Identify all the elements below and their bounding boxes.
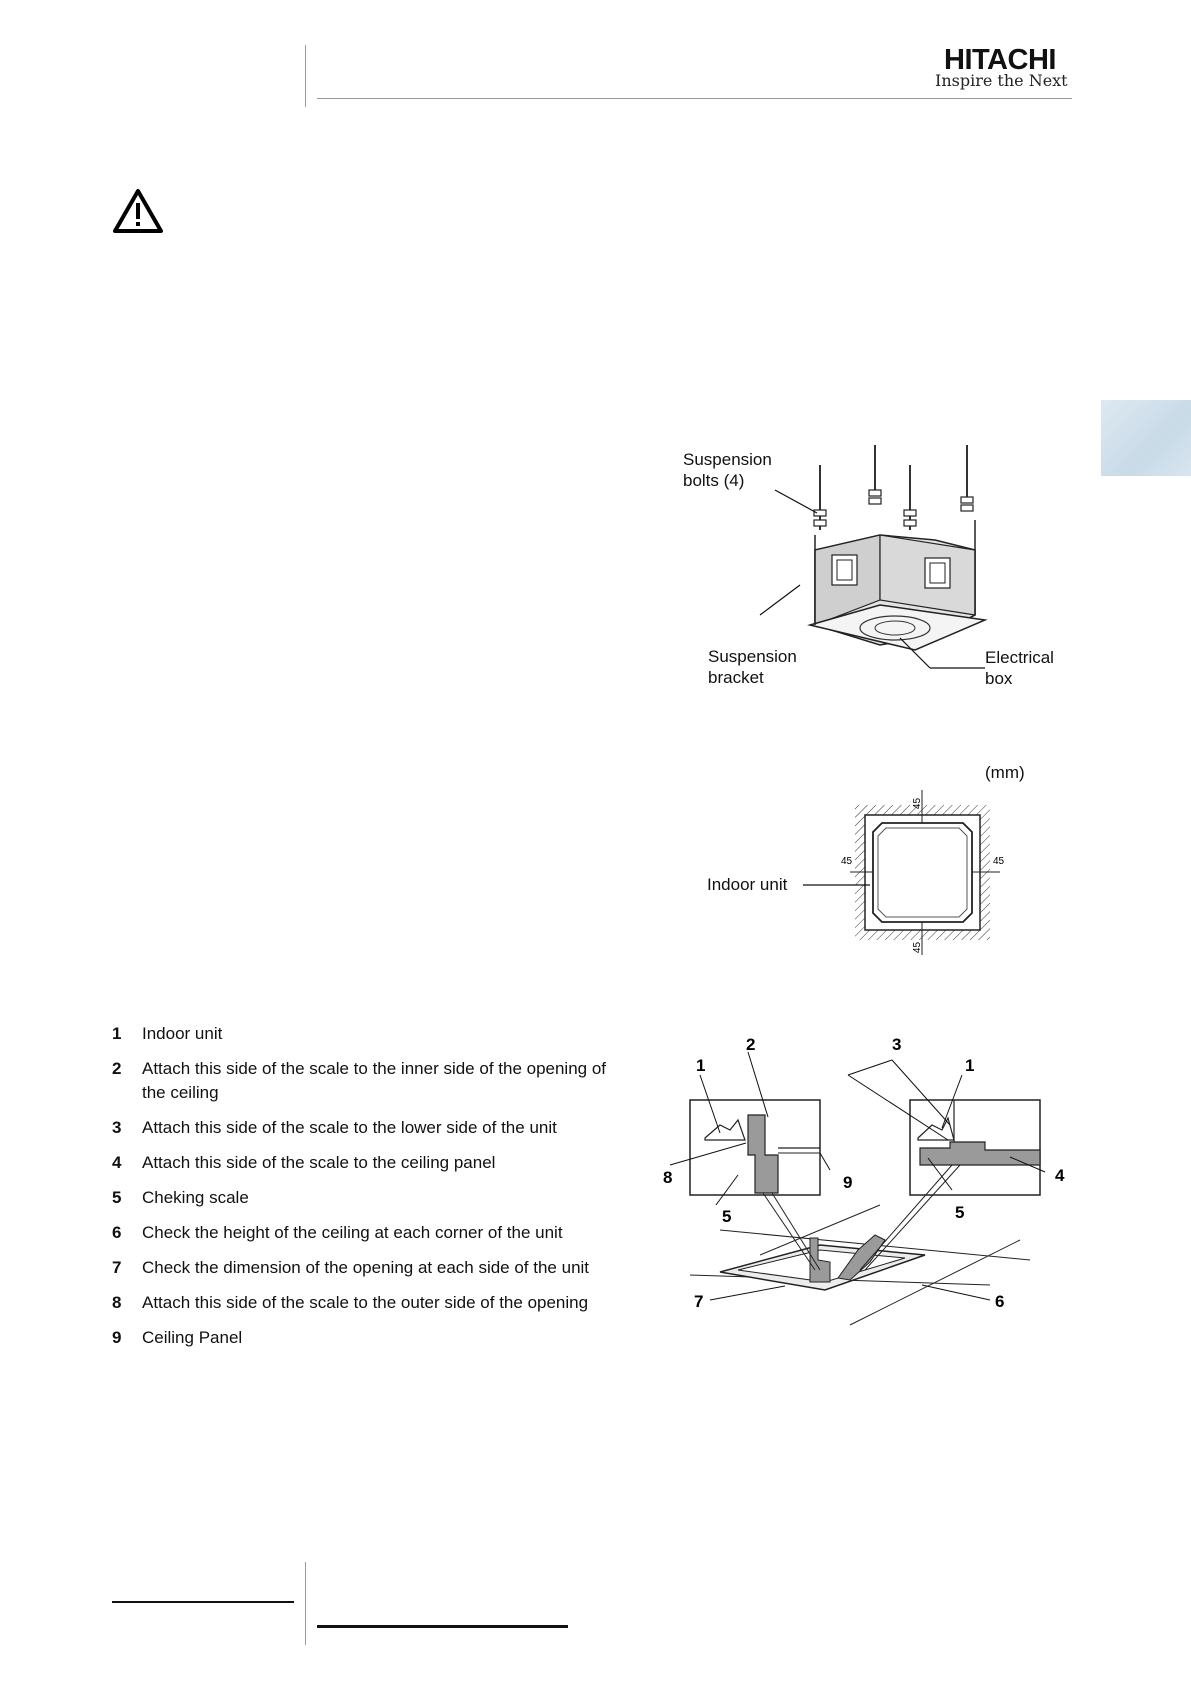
list-item-number: 7	[112, 1258, 122, 1277]
footer-divider-vertical	[305, 1562, 306, 1645]
callout-3: 3	[892, 1035, 902, 1054]
list-item-number: 4	[112, 1153, 122, 1172]
brand-tagline: Inspire the Next	[935, 71, 1068, 90]
dim-left: 45	[841, 856, 853, 867]
list-item: 2 Attach this side of the scale to the i…	[112, 1057, 632, 1105]
label-suspension-bolts: Suspension bolts (4)	[683, 450, 772, 490]
list-item-number: 9	[112, 1328, 122, 1347]
header-rule	[317, 98, 1072, 99]
list-item: 3 Attach this side of the scale to the l…	[112, 1116, 632, 1140]
list-item-number: 8	[112, 1293, 122, 1312]
list-item-text: Attach this side of the scale to the inn…	[142, 1059, 607, 1102]
dim-top: 45	[912, 797, 924, 810]
list-item-text: Ceiling Panel	[142, 1328, 243, 1347]
list-item-text: Attach this side of the scale to the low…	[142, 1118, 557, 1137]
list-item: 7 Check the dimension of the opening at …	[112, 1256, 632, 1280]
callout-5-right: 5	[955, 1203, 965, 1222]
list-item-text: Check the dimension of the opening at ea…	[142, 1258, 590, 1277]
list-item: 5 Cheking scale	[112, 1186, 632, 1210]
list-item-text: Cheking scale	[142, 1188, 249, 1207]
footer-rule-right	[317, 1625, 568, 1628]
callout-4: 4	[1055, 1166, 1065, 1185]
figure-suspension-unit: Suspension bolts (4) Suspension bracket …	[675, 440, 1075, 695]
list-item-text: Check the height of the ceiling at each …	[142, 1223, 563, 1242]
list-item-number: 6	[112, 1223, 122, 1242]
label-suspension-bracket: Suspension bracket	[708, 647, 797, 687]
label-electrical-box: Electrical box	[985, 648, 1054, 688]
unit-label-mm: (mm)	[985, 763, 1025, 782]
callout-1-right: 1	[965, 1056, 975, 1075]
list-item-number: 2	[112, 1059, 122, 1078]
list-item-number: 1	[112, 1024, 122, 1043]
list-item: 8 Attach this side of the scale to the o…	[112, 1291, 632, 1315]
legend-list: 1 Indoor unit 2 Attach this side of the …	[112, 1022, 632, 1361]
callout-8: 8	[663, 1168, 673, 1187]
list-item-number: 3	[112, 1118, 122, 1137]
suspension-unit-drawing	[759, 445, 988, 669]
brand-logo: HITACHI	[944, 44, 1056, 76]
list-item-text: Indoor unit	[142, 1024, 223, 1043]
list-item: 9 Ceiling Panel	[112, 1326, 632, 1350]
dim-right: 45	[993, 856, 1005, 867]
figure-opening-dimensions: (mm) Indoor unit 45 45 45 45	[700, 760, 1040, 960]
checking-scale-drawing	[669, 1051, 1046, 1326]
callout-1-left: 1	[696, 1056, 706, 1075]
callout-9: 9	[843, 1173, 853, 1192]
callout-6: 6	[995, 1292, 1005, 1311]
list-item-text: Attach this side of the scale to the out…	[142, 1293, 589, 1312]
list-item-text: Attach this side of the scale to the cei…	[142, 1153, 496, 1172]
label-indoor-unit: Indoor unit	[707, 875, 788, 894]
header-divider-vertical	[305, 45, 306, 107]
opening-dimensions-drawing	[803, 790, 1000, 955]
list-item: 6 Check the height of the ceiling at eac…	[112, 1221, 632, 1245]
figure-checking-scale: 1 2 3 1 4 5 5 6 7 8 9	[660, 1030, 1080, 1330]
callout-7: 7	[694, 1292, 704, 1311]
callout-2: 2	[746, 1035, 756, 1054]
footer-rule-left	[112, 1601, 294, 1603]
list-item-number: 5	[112, 1188, 122, 1207]
callout-5-left: 5	[722, 1207, 732, 1226]
list-item: 1 Indoor unit	[112, 1022, 632, 1046]
list-item: 4 Attach this side of the scale to the c…	[112, 1151, 632, 1175]
chapter-side-tab	[1101, 400, 1191, 476]
warning-triangle-icon	[113, 189, 163, 233]
dim-bottom: 45	[912, 941, 924, 954]
